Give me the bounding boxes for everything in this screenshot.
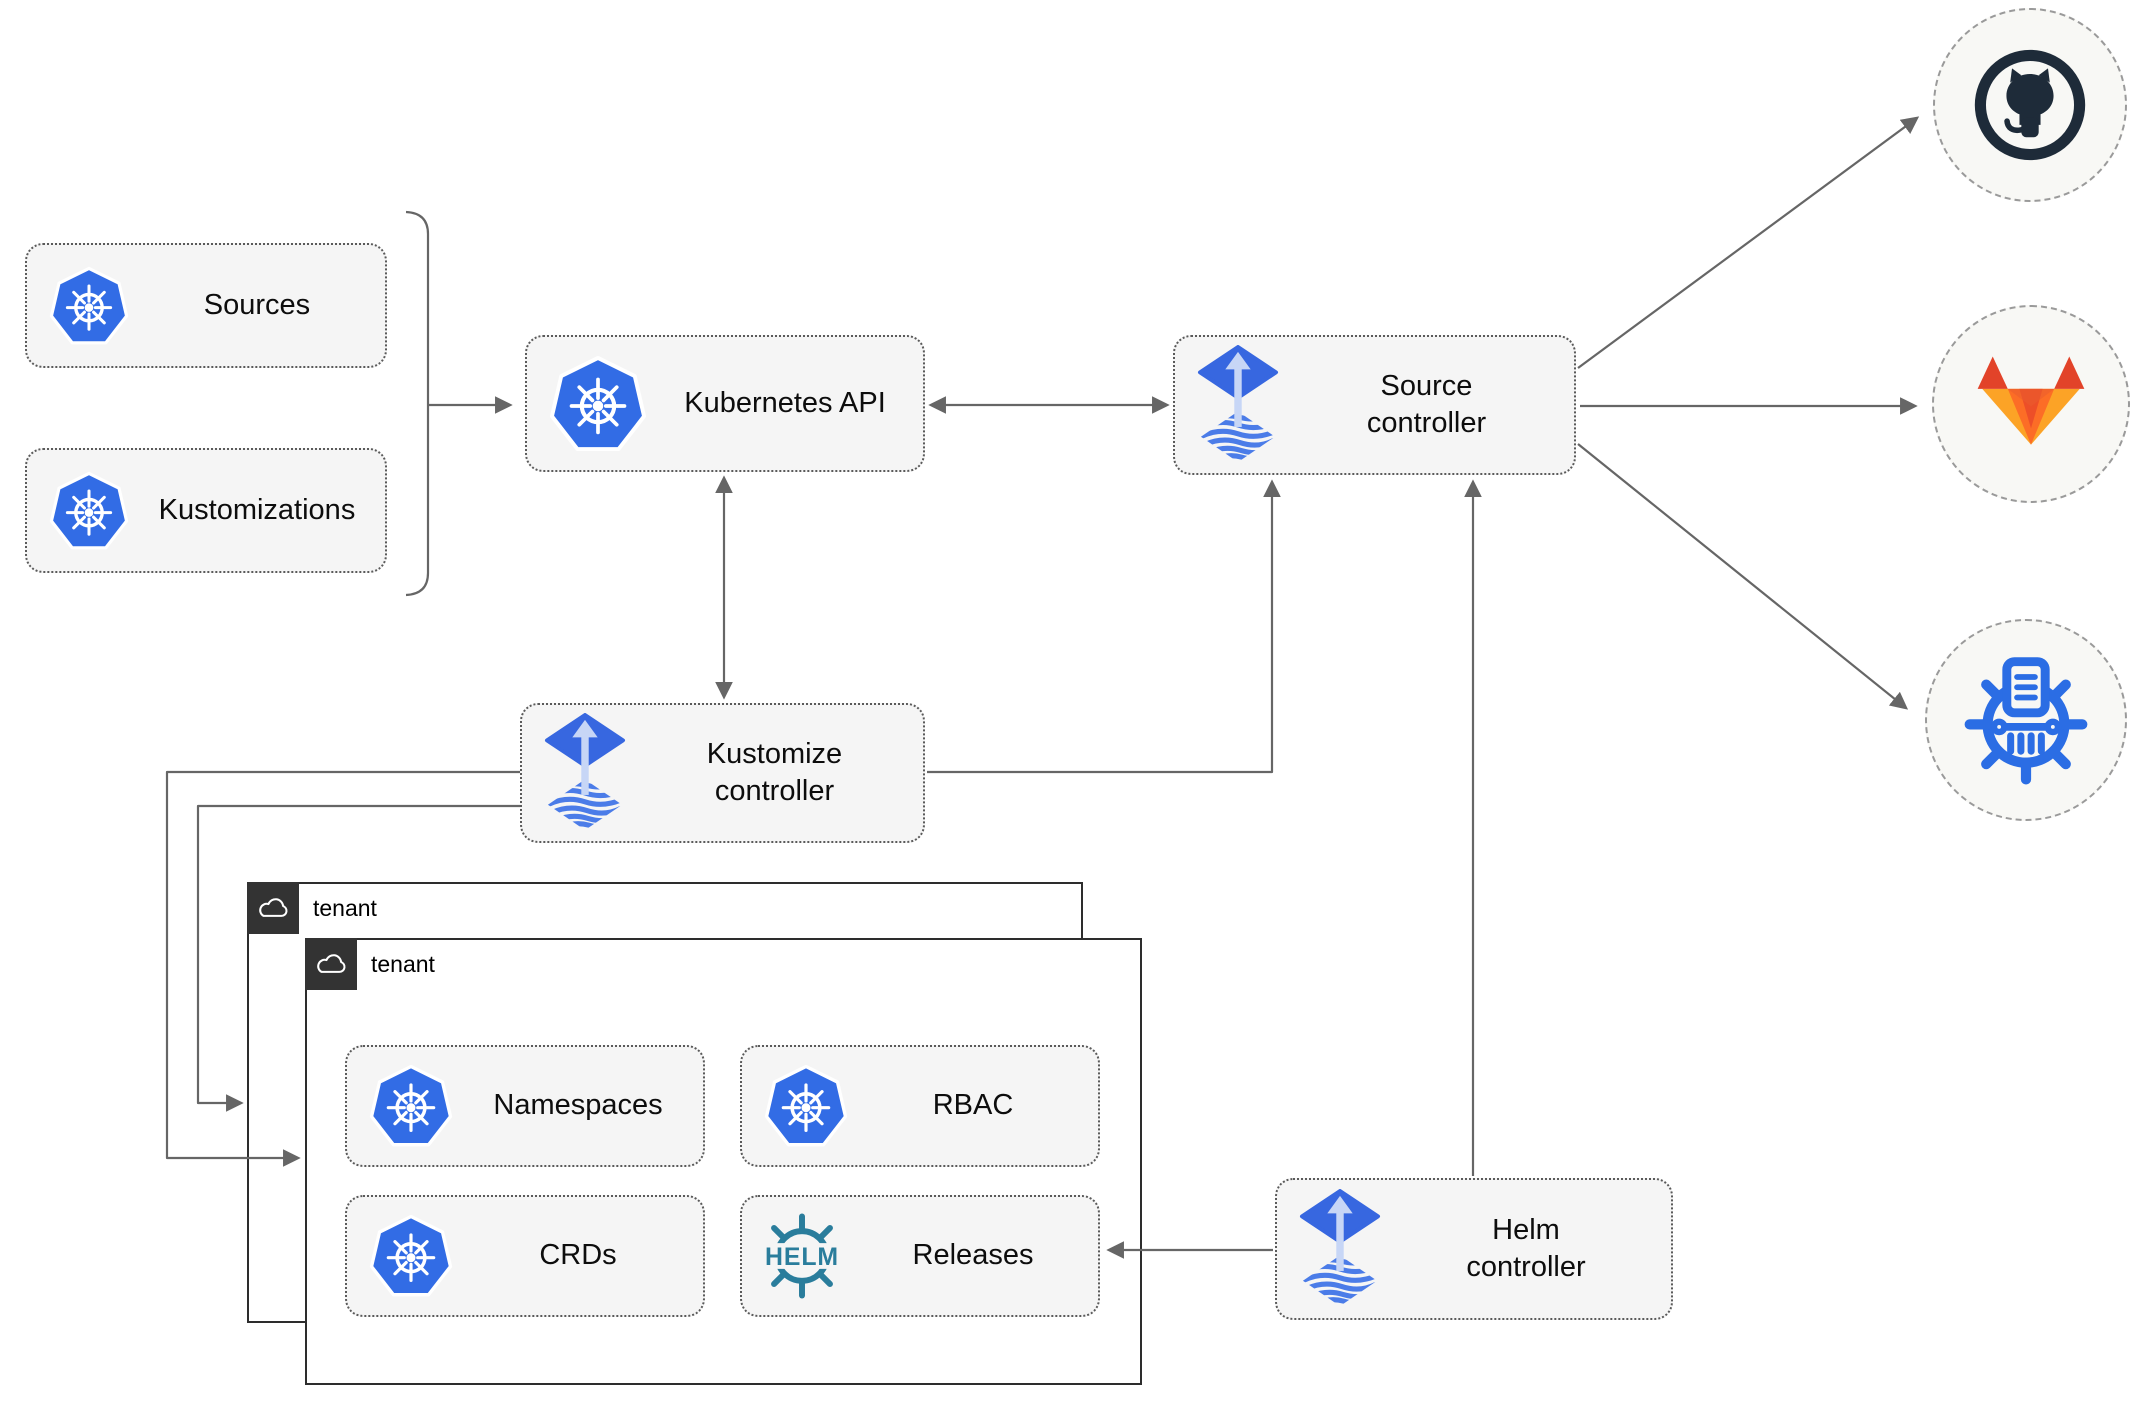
kubernetes-api-box: Kubernetes API bbox=[525, 335, 925, 472]
kubernetes-icon bbox=[49, 266, 129, 344]
sources-label: Sources bbox=[203, 288, 311, 321]
cloud-icon bbox=[258, 897, 288, 917]
tenant-header bbox=[246, 881, 299, 934]
tenant-label: tenant bbox=[371, 951, 435, 977]
cloud-icon bbox=[316, 953, 346, 973]
github-icon bbox=[1974, 49, 2086, 161]
sources-box: Sources bbox=[25, 243, 387, 368]
flux-icon bbox=[1197, 345, 1279, 466]
kustomize-controller-box: Kustomize controller bbox=[520, 703, 925, 843]
kubernetes-api-label: Kubernetes API bbox=[684, 386, 886, 419]
helm-icon: HELM bbox=[761, 1213, 843, 1299]
kustomize-controller-label: Kustomize controller bbox=[706, 737, 843, 807]
github-circle bbox=[1933, 8, 2127, 202]
kubernetes-icon bbox=[764, 1064, 848, 1147]
sources-bracket bbox=[405, 210, 430, 597]
edge-source-registry bbox=[1577, 443, 1909, 710]
gitlab-circle bbox=[1932, 305, 2130, 503]
releases-label: Releases bbox=[912, 1239, 1034, 1272]
source-controller-label: Source controller bbox=[1366, 369, 1487, 439]
registry-icon bbox=[1964, 656, 2088, 784]
helm-logo-text: HELM bbox=[765, 1244, 839, 1271]
flux-icon bbox=[1299, 1189, 1381, 1310]
rbac-box: RBAC bbox=[740, 1045, 1100, 1167]
kustomizations-label: Kustomizations bbox=[158, 493, 356, 526]
kubernetes-icon bbox=[369, 1064, 453, 1147]
namespaces-box: Namespaces bbox=[345, 1045, 705, 1167]
releases-box: HELM Releases bbox=[740, 1195, 1100, 1317]
tenant-label: tenant bbox=[313, 895, 377, 921]
kustomizations-box: Kustomizations bbox=[25, 448, 387, 573]
flux-icon bbox=[544, 713, 626, 834]
tenant-header bbox=[304, 937, 357, 990]
edge-kustomize-source bbox=[927, 479, 1281, 774]
kubernetes-icon bbox=[49, 471, 129, 549]
namespaces-label: Namespaces bbox=[493, 1089, 663, 1122]
crds-box: CRDs bbox=[345, 1195, 705, 1317]
helm-controller-label: Helm controller bbox=[1466, 1213, 1586, 1283]
kubernetes-icon bbox=[369, 1214, 453, 1297]
edge-source-github bbox=[1577, 116, 1920, 369]
gitlab-icon bbox=[1977, 356, 2085, 445]
kubernetes-icon bbox=[549, 355, 647, 453]
rbac-label: RBAC bbox=[932, 1089, 1014, 1122]
helm-controller-box: Helm controller bbox=[1275, 1178, 1673, 1320]
source-controller-box: Source controller bbox=[1173, 335, 1576, 475]
registry-circle bbox=[1925, 619, 2127, 821]
crds-label: CRDs bbox=[539, 1239, 617, 1272]
